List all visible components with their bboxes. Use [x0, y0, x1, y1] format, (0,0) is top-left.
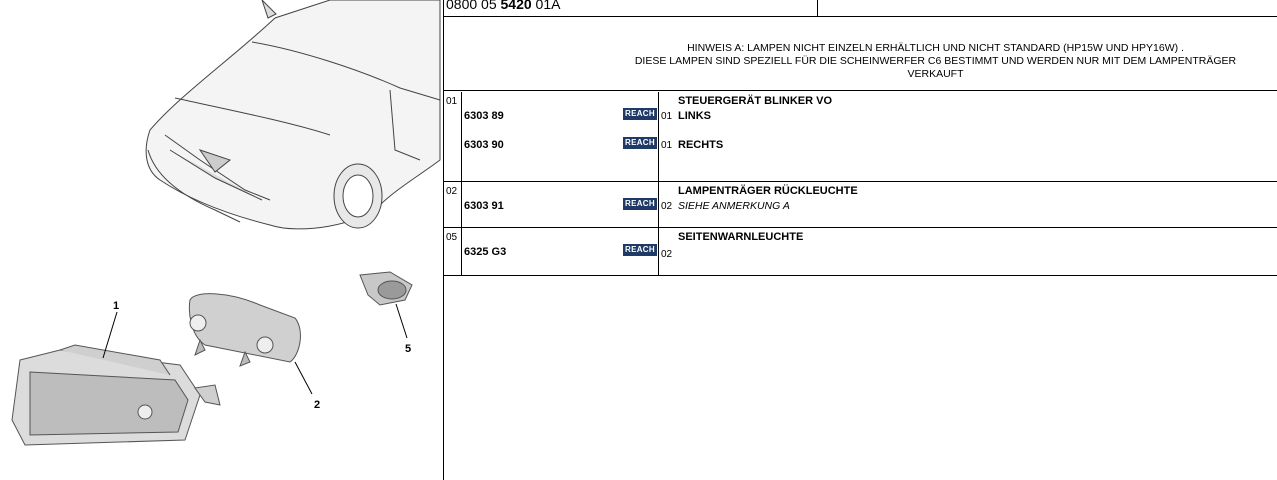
- headlamp-drawing: [11, 344, 221, 446]
- table-row: 01 STEUERGERÄT BLINKER VO 6303 89 REACH …: [444, 92, 1277, 182]
- reach-badge: REACH: [623, 137, 657, 149]
- car-drawing: [145, 0, 441, 230]
- side-marker-drawing: [359, 271, 413, 306]
- row-index: 05: [444, 228, 462, 275]
- parts-illustration: 1 2 5: [0, 0, 443, 480]
- part-number[interactable]: 6325 G3: [464, 246, 507, 258]
- note-line-1: HINWEIS A: LAMPEN NICHT EINZELN ERHÄLTLI…: [687, 42, 1184, 54]
- header-bar: 0800 05 5420 01A: [444, 0, 1277, 17]
- row-title: SEITENWARNLEUCHTE: [678, 231, 804, 243]
- exploded-view-drawing: 1 2 5: [11, 0, 441, 446]
- column-divider: [658, 182, 659, 227]
- part-number[interactable]: 6303 90: [464, 139, 504, 151]
- part-number[interactable]: 6303 89: [464, 110, 504, 122]
- panel-divider: [443, 0, 444, 480]
- column-divider: [658, 92, 659, 181]
- note-block: HINWEIS A: LAMPEN NICHT EINZELN ERHÄLTLI…: [444, 18, 1277, 91]
- part-description: LINKS: [678, 110, 711, 122]
- row-index: 02: [444, 182, 462, 227]
- callout-2: 2: [314, 399, 320, 411]
- reach-badge: REACH: [623, 244, 657, 256]
- parts-panel: 0800 05 5420 01A HINWEIS A: LAMPEN NICHT…: [444, 0, 1277, 480]
- quantity: 02: [661, 201, 673, 212]
- table-row: 02 LAMPENTRÄGER RÜCKLEUCHTE 6303 91 REAC…: [444, 182, 1277, 228]
- part-description: SIEHE ANMERKUNG A: [678, 200, 790, 212]
- quantity: 02: [661, 249, 673, 260]
- lamp-holder-drawing: [188, 293, 301, 367]
- page-reference-prefix: 0800 05: [446, 0, 501, 12]
- page-reference: 0800 05 5420 01A: [446, 0, 560, 11]
- parts-table: 01 STEUERGERÄT BLINKER VO 6303 89 REACH …: [444, 92, 1277, 276]
- column-divider: [658, 228, 659, 275]
- quantity: 01: [661, 140, 673, 151]
- row-title: LAMPENTRÄGER RÜCKLEUCHTE: [678, 185, 858, 197]
- row-title: STEUERGERÄT BLINKER VO: [678, 95, 833, 107]
- header-separator: [817, 0, 818, 16]
- reach-badge: REACH: [623, 198, 657, 210]
- table-row: 05 SEITENWARNLEUCHTE 6325 G3 REACH 02: [444, 228, 1277, 276]
- row-index: 01: [444, 92, 462, 181]
- callout-1: 1: [113, 300, 119, 312]
- note-line-2: DIESE LAMPEN SIND SPEZIELL FÜR DIE SCHEI…: [634, 55, 1237, 67]
- callout-5: 5: [405, 343, 411, 355]
- page-reference-bold: 5420: [500, 0, 532, 12]
- part-number[interactable]: 6303 91: [464, 200, 504, 212]
- note-line-3: VERKAUFT: [907, 68, 964, 80]
- quantity: 01: [661, 111, 673, 122]
- part-description: RECHTS: [678, 139, 724, 151]
- reach-badge: REACH: [623, 108, 657, 120]
- page-reference-suffix: 01A: [531, 0, 561, 12]
